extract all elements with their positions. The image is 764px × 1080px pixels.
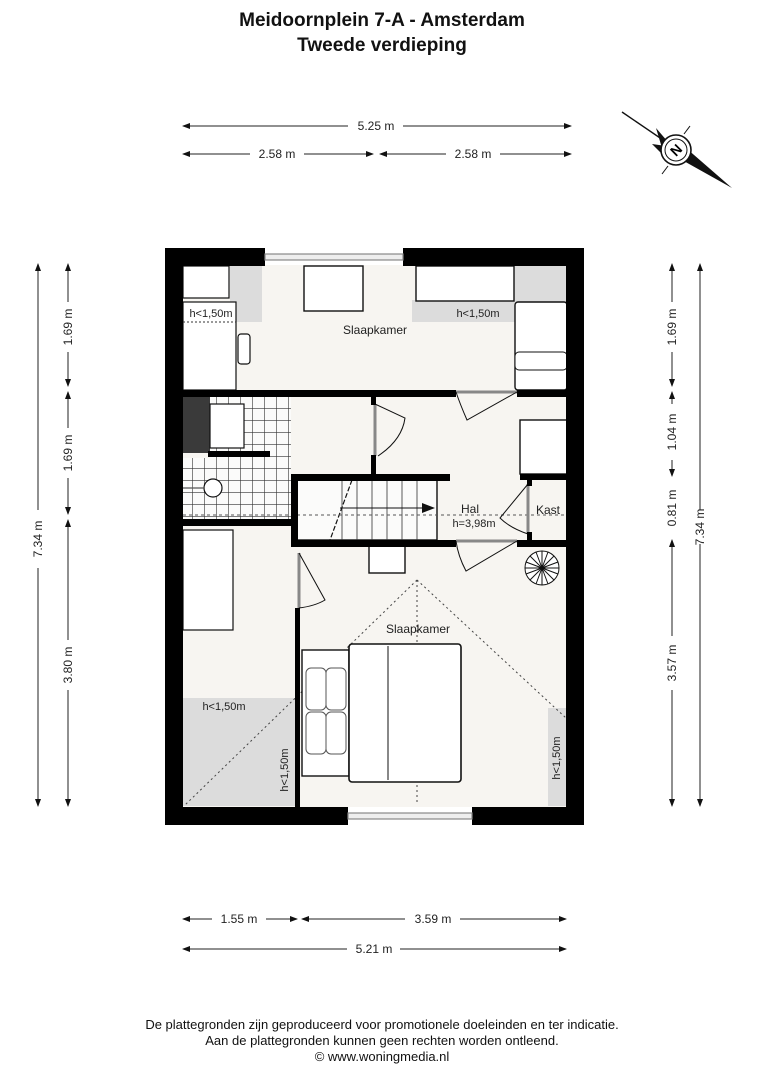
- dresser: [415, 265, 515, 302]
- dimension-bottom-total: 5.21 m: [182, 942, 567, 956]
- doors: [297, 390, 530, 609]
- height-note: h<1,50m: [279, 748, 291, 791]
- dim-bottom-left: 1.55 m: [221, 912, 258, 926]
- dim-right-seg2: 1.04 m: [665, 414, 679, 451]
- pillow: [325, 711, 347, 755]
- floor-title: Tweede verdieping: [297, 35, 467, 56]
- pillow: [325, 667, 347, 711]
- pillow: [305, 711, 327, 755]
- pillow: [305, 667, 327, 711]
- dim-right-total: 7.34 m: [693, 509, 707, 546]
- dimension-bottom-split: 1.55 m 3.59 m: [182, 912, 567, 926]
- bathroom-tiles: [183, 458, 291, 522]
- stairs-direction-arrow: [422, 503, 435, 513]
- height-note: h<1,50m: [551, 736, 563, 779]
- compass-north-icon: N: [621, 111, 732, 188]
- shower-drain-icon: [203, 478, 223, 498]
- dim-right-seg3: 0.81 m: [665, 490, 679, 527]
- tv-cabinet: [303, 265, 364, 312]
- bathroom-shelf: [183, 397, 210, 453]
- dim-top-left: 2.58 m: [259, 147, 296, 161]
- disclaimer-line-2: Aan de plattegronden kunnen geen rechten…: [205, 1033, 559, 1048]
- dimension-left-total: 7.34 m: [31, 263, 45, 807]
- dim-right-seg1: 1.69 m: [665, 309, 679, 346]
- hall-ceiling-height: h=3,98m: [452, 518, 495, 530]
- staircase: [296, 479, 438, 541]
- plant-icon: [524, 550, 560, 586]
- bed: [348, 643, 462, 783]
- dimension-left-split: 1.69 m 1.69 m 3.80 m: [61, 263, 75, 807]
- dim-top-total: 5.25 m: [358, 119, 395, 133]
- disclaimer-line-1: De plattegronden zijn geproduceerd voor …: [145, 1017, 619, 1032]
- height-note: h<1,50m: [456, 308, 499, 320]
- address-title: Meidoornplein 7-A - Amsterdam: [239, 10, 525, 31]
- dim-bottom-total: 5.21 m: [356, 942, 393, 956]
- copyright-link[interactable]: © www.woningmedia.nl: [314, 1049, 450, 1064]
- room-label-bedroom-top: Slaapkamer: [343, 323, 407, 337]
- dimension-top-split: 2.58 m 2.58 m: [182, 147, 572, 161]
- wardrobe: [519, 419, 568, 475]
- chair: [237, 333, 251, 365]
- dim-left-seg1: 1.69 m: [61, 309, 75, 346]
- armchair: [514, 301, 568, 391]
- room-label-hall: Hal: [461, 502, 479, 516]
- side-table: [368, 542, 406, 574]
- dim-bottom-right: 3.59 m: [415, 912, 452, 926]
- low-ceiling-zone: [514, 266, 567, 302]
- desk: [182, 301, 237, 391]
- dimension-right-total: 7.34 m: [693, 263, 707, 807]
- bathroom-partition: [208, 451, 270, 457]
- window: [264, 253, 473, 820]
- low-ceiling-zone: [548, 708, 566, 806]
- dim-right-seg4: 3.57 m: [665, 645, 679, 682]
- toilet: [209, 403, 245, 449]
- walls: [165, 248, 584, 825]
- height-note: h<1,50m: [202, 701, 245, 713]
- dim-left-seg2: 1.69 m: [61, 435, 75, 472]
- wardrobe: [182, 529, 234, 631]
- room-label-closet: Kast: [536, 503, 561, 517]
- dim-top-right: 2.58 m: [455, 147, 492, 161]
- dim-left-total: 7.34 m: [31, 521, 45, 558]
- dimension-top-total: 5.25 m: [182, 119, 572, 133]
- dimension-right-split: 1.69 m 1.04 m 0.81 m 3.57 m: [665, 263, 679, 807]
- dim-left-seg3: 3.80 m: [61, 647, 75, 684]
- room-label-bedroom-bottom: Slaapkamer: [386, 622, 450, 636]
- height-note: h<1,50m: [189, 308, 232, 320]
- cabinet: [182, 265, 230, 299]
